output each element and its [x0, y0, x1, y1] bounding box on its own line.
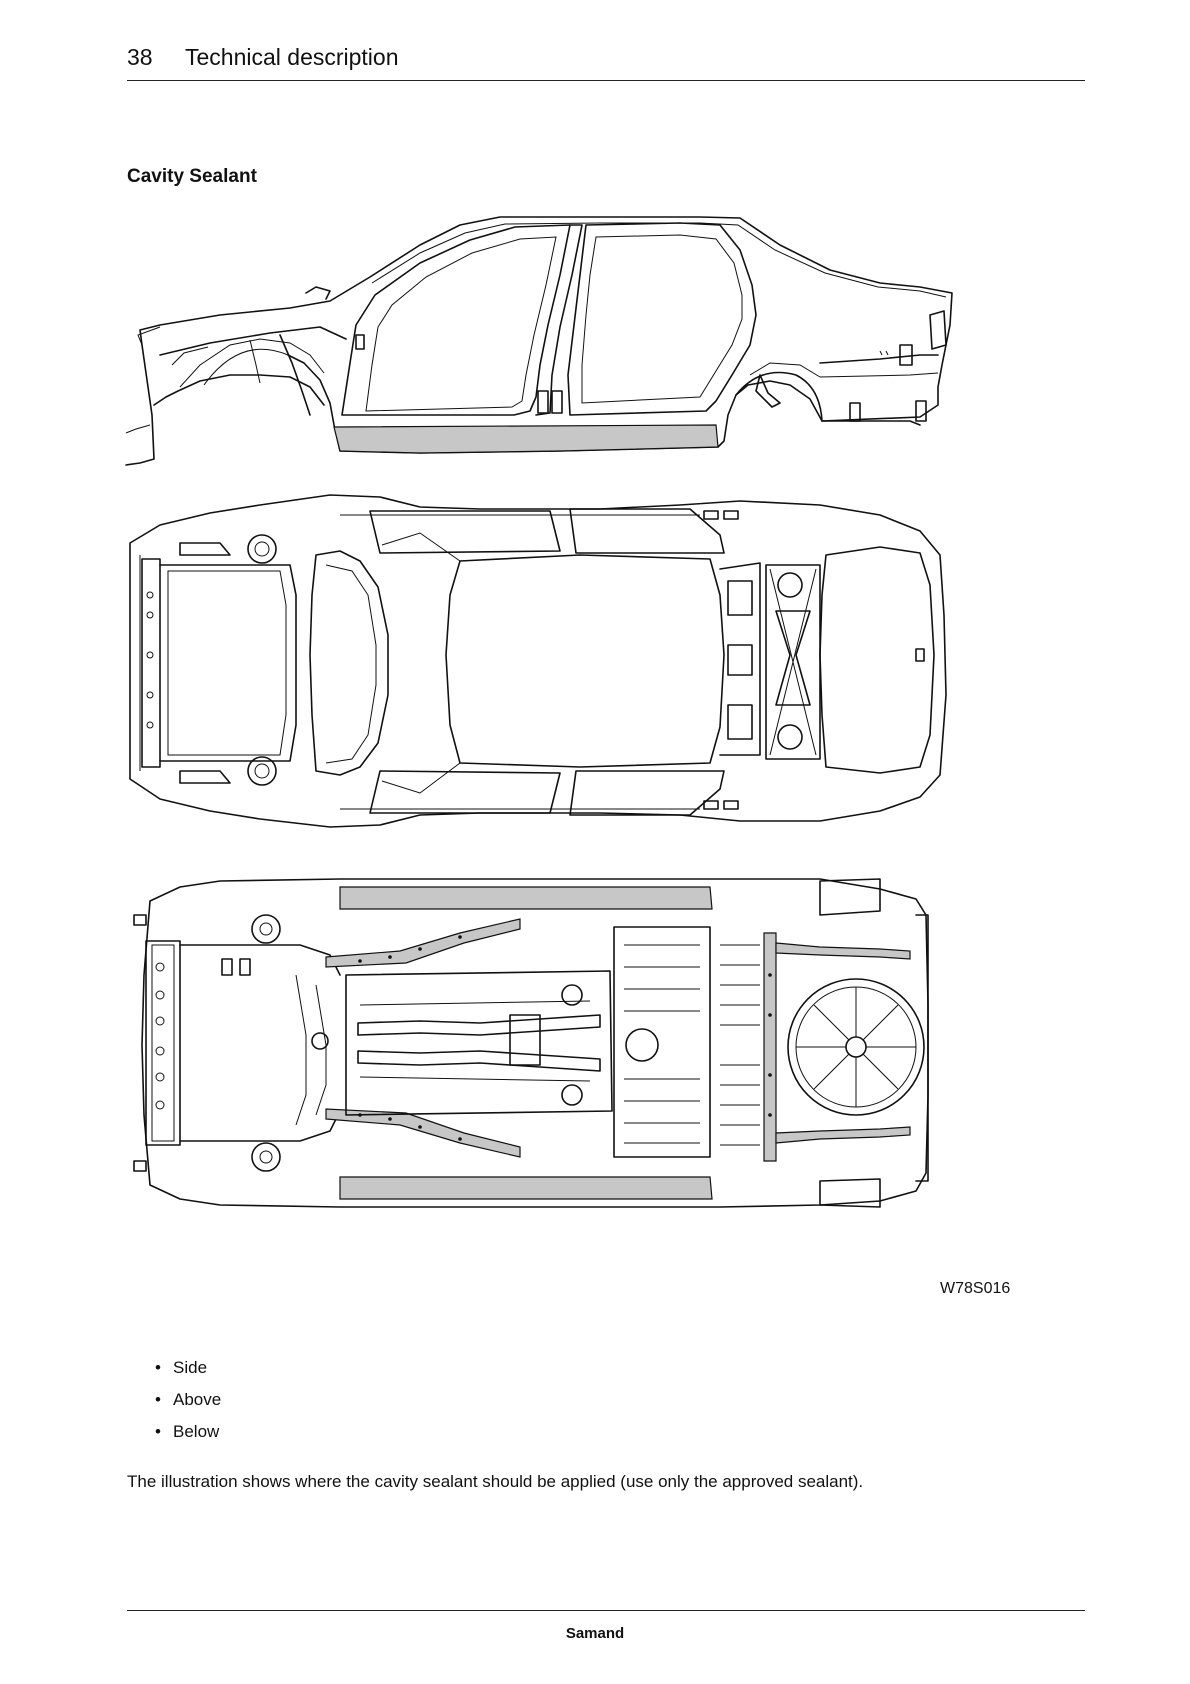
- view-list: Side Above Below: [155, 1352, 221, 1448]
- header-title: Technical description: [185, 44, 399, 71]
- list-item: Below: [155, 1416, 221, 1448]
- footer-brand: Samand: [0, 1625, 1190, 1642]
- list-item: Above: [155, 1384, 221, 1416]
- section-title: Cavity Sealant: [127, 166, 257, 188]
- page-number: 38: [127, 44, 153, 71]
- list-item: Side: [155, 1352, 221, 1384]
- underbody-view: [134, 879, 928, 1207]
- car-body-illustration: [120, 215, 1040, 1305]
- figure-code: W78S016: [940, 1280, 1010, 1298]
- body-paragraph: The illustration shows where the cavity …: [127, 1472, 863, 1492]
- page-header: 38 Technical description: [127, 44, 1085, 81]
- footer-divider: [127, 1610, 1085, 1611]
- side-view: [126, 217, 952, 465]
- top-view: [130, 495, 946, 827]
